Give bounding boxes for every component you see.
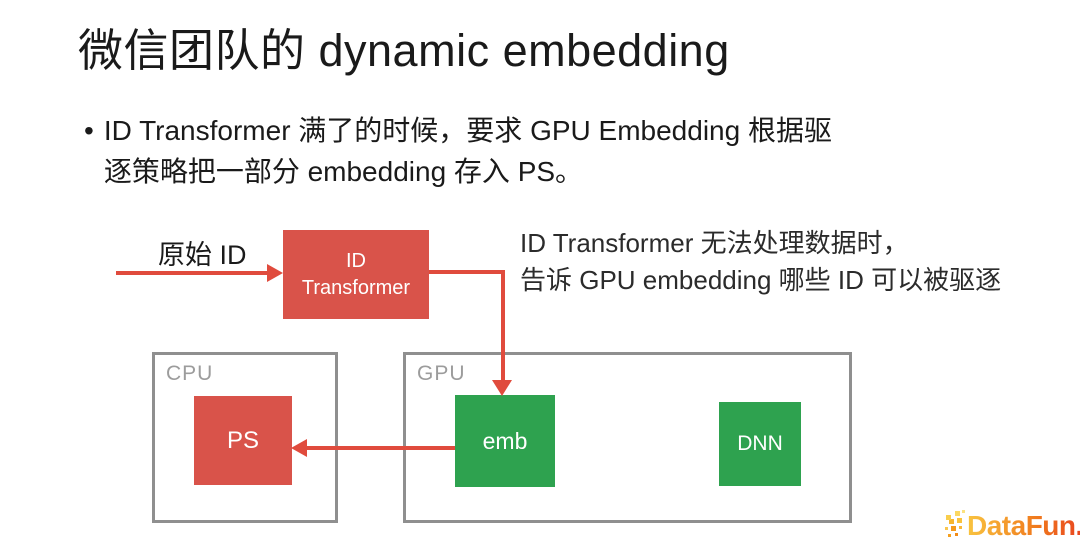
id-transformer-label-line-2: Transformer — [301, 276, 411, 299]
bullet-text: ID Transformer 满了的时候，要求 GPU Embedding 根据… — [104, 110, 832, 192]
cpu-box: CPU — [152, 352, 338, 523]
annotation-text: ID Transformer 无法处理数据时， 告诉 GPU embedding… — [520, 225, 1001, 299]
idtransformer-to-emb-arrow-vertical — [501, 270, 505, 382]
idtransformer-to-emb-arrowhead-icon — [492, 380, 512, 396]
emb-to-ps-arrow-line — [306, 446, 455, 450]
idtransformer-to-emb-arrow-horizontal — [429, 270, 505, 274]
gpu-label: GPU — [417, 362, 466, 385]
id-transformer-label-line-1: ID — [346, 249, 366, 272]
dnn-box: DNN — [719, 402, 801, 486]
annotation-line-1: ID Transformer 无法处理数据时， — [520, 228, 909, 258]
id-transformer-box: ID Transformer — [283, 230, 429, 319]
input-arrowhead-icon — [267, 264, 283, 282]
bullet-item: • ID Transformer 满了的时候，要求 GPU Embedding … — [84, 110, 832, 192]
page-title: 微信团队的 dynamic embedding — [78, 25, 730, 76]
bullet-line-1: ID Transformer 满了的时候，要求 GPU Embedding 根据… — [103, 115, 832, 146]
input-id-label: 原始 ID — [158, 240, 247, 270]
ps-label: PS — [226, 426, 259, 454]
emb-label: emb — [482, 427, 528, 454]
dnn-label: DNN — [737, 432, 783, 455]
datafun-logo-text: DataFun. — [967, 510, 1080, 542]
input-arrow-line — [116, 271, 269, 275]
emb-to-ps-arrowhead-icon — [291, 439, 307, 457]
emb-box: emb — [455, 395, 555, 487]
annotation-line-2: 告诉 GPU embedding 哪些 ID 可以被驱逐 — [520, 265, 1002, 295]
gpu-box: GPU — [403, 352, 852, 523]
cpu-label: CPU — [166, 362, 214, 385]
bullet-marker: • — [84, 115, 94, 146]
bullet-line-2: 逐策略把一部分 embedding 存入 PS。 — [103, 156, 584, 187]
datafun-logo: DataFun. — [944, 507, 1080, 549]
ps-box: PS — [194, 396, 292, 485]
datafun-logo-dots-icon — [946, 515, 951, 520]
